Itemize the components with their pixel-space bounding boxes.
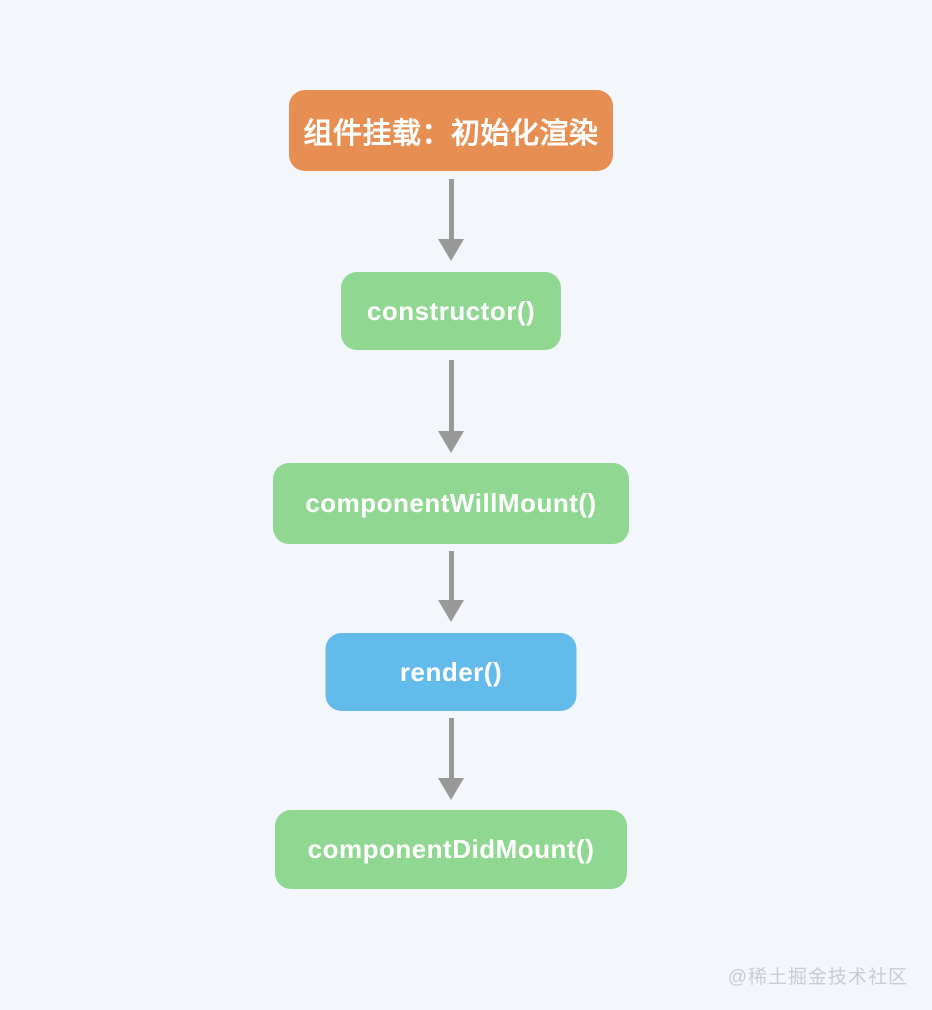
arrowhead-icon [438,239,464,261]
watermark: @稀土掘金技术社区 [727,967,908,988]
node-component-will-mount: componentWillMount() [273,463,629,544]
arrow-down-2 [438,360,464,453]
arrow-down-4 [438,718,464,800]
node-component-mount: 组件挂载：初始化渲染 [289,90,613,171]
arrow-stem [448,718,454,778]
arrow-down-1 [438,179,464,261]
arrowhead-icon [438,778,464,800]
node-render: render() [325,633,577,711]
node-component-did-mount: componentDidMount() [275,810,627,889]
arrow-stem [448,179,454,239]
node-constructor: constructor() [341,272,561,350]
arrowhead-icon [438,600,464,622]
arrow-stem [448,551,454,600]
arrow-down-3 [438,551,464,622]
arrowhead-icon [438,431,464,453]
arrow-stem [448,360,454,431]
